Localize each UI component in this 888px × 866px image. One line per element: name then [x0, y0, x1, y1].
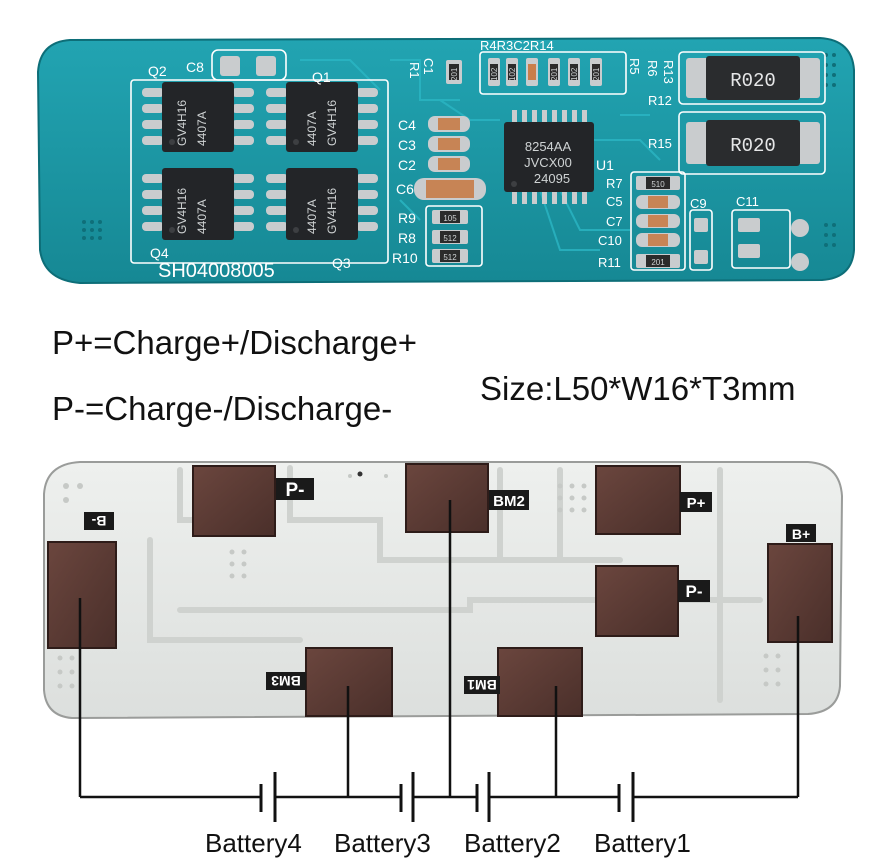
label-r11: R11: [598, 255, 621, 270]
label-c9: C9: [690, 196, 707, 211]
label-c1: C1: [421, 58, 436, 75]
label-c2: C2: [398, 157, 416, 173]
label-q2: Q2: [148, 63, 167, 79]
chip-q2-line1: 4407A: [195, 111, 209, 146]
battery4-symbol: [259, 772, 277, 822]
label-r8: R8: [398, 230, 416, 246]
label-r10: R10: [392, 250, 418, 266]
chip-q4-line1: 4407A: [195, 199, 209, 234]
mosfet-q2: [142, 82, 254, 152]
label-u1: U1: [596, 157, 614, 173]
pad-label-bm3: BM3: [271, 673, 301, 689]
battery-wiring: [78, 500, 800, 799]
battery2-symbol: [475, 772, 491, 822]
pad-label-p-plus: P+: [687, 495, 706, 512]
label-c4: C4: [398, 117, 416, 133]
code-r11: 201: [651, 258, 665, 267]
label-r9: R9: [398, 210, 416, 226]
pad-label-bm2: BM2: [493, 493, 525, 510]
pad-label-b-plus: B+: [792, 526, 810, 542]
code-r8: 512: [443, 234, 457, 243]
shunt-resistor-bottom: [686, 120, 820, 166]
chip-q3-line1: 4407A: [305, 199, 319, 234]
label-r6: R6: [645, 60, 660, 77]
label-r1: R1: [407, 62, 422, 79]
label-q3: Q3: [332, 255, 351, 271]
battery4-label: Battery4: [205, 828, 302, 858]
bottom-board: P- BM2 P+ P- B+ B- BM3 BM1: [43, 461, 844, 720]
pad-bm1: [497, 647, 583, 717]
label-c7: C7: [606, 214, 623, 229]
board-id: SH04008005: [158, 260, 275, 282]
pad-label-bm1: BM1: [467, 677, 497, 693]
note-size: Size:L50*W16*T3mm: [480, 370, 796, 407]
code-r-top-5: 201: [592, 67, 601, 81]
chip-u1-line2: JVCX00: [524, 155, 572, 170]
chip-q1-line1: 4407A: [305, 111, 319, 146]
code-r-top-1: 102: [490, 67, 499, 81]
label-q4: Q4: [150, 245, 169, 261]
pad-label-p-minus-top: P-: [286, 480, 305, 501]
pad-bm2: [405, 463, 489, 533]
label-c11: C11: [736, 194, 759, 209]
battery3-symbol: [399, 772, 415, 822]
pad-p-minus-right: [595, 565, 679, 637]
pad-label-b-minus: B-: [91, 513, 106, 529]
note-p-minus: P-=Charge-/Discharge-: [52, 390, 393, 427]
chip-u1-line1: 8254AA: [525, 139, 572, 154]
label-c10: C10: [598, 233, 622, 248]
label-r5: R5: [627, 58, 642, 75]
ic-u1: [504, 110, 594, 204]
label-q1: Q1: [312, 69, 331, 85]
mosfet-q4: [142, 168, 254, 240]
label-c5: C5: [606, 194, 623, 209]
mosfet-q3: [266, 168, 378, 240]
top-board: 4407A GV4H16 4407A GV4H16 4407A GV4H16 4…: [36, 36, 855, 285]
mosfet-q1: [266, 82, 378, 152]
code-r7: 510: [651, 180, 665, 189]
chip-q4-line2: GV4H16: [175, 188, 189, 234]
pad-p-plus: [595, 465, 681, 535]
note-p-plus: P+=Charge+/Discharge+: [52, 324, 418, 361]
code-r-top-0: 201: [450, 67, 459, 81]
battery3-label: Battery3: [334, 828, 431, 858]
chip-q1-line2: GV4H16: [325, 100, 339, 146]
shunt-top-code: R020: [730, 70, 776, 92]
code-r10: 512: [443, 253, 457, 262]
label-r13: R13: [661, 60, 676, 84]
shunt-resistor-top: [686, 56, 820, 100]
code-r-top-4: 102: [570, 67, 579, 81]
chip-u1-line3: 24095: [534, 171, 570, 186]
label-c6: C6: [396, 181, 414, 197]
pad-b-plus: [767, 543, 833, 643]
label-c3: C3: [398, 137, 416, 153]
label-c8: C8: [186, 59, 204, 75]
battery1-symbol: [617, 772, 635, 822]
battery1-label: Battery1: [594, 828, 691, 858]
shunt-bottom-code: R020: [730, 135, 776, 157]
label-r7: R7: [606, 176, 623, 191]
code-r-top-2: 102: [508, 67, 517, 81]
code-r-top-3: 201: [550, 67, 559, 81]
label-r4r3c2r14: R4R3C2R14: [480, 38, 554, 53]
pad-label-p-minus-right: P-: [686, 582, 703, 601]
chip-q2-line2: GV4H16: [175, 100, 189, 146]
chip-q3-line2: GV4H16: [325, 188, 339, 234]
pad-p-minus-top: [192, 465, 276, 537]
label-r12: R12: [648, 93, 672, 108]
battery2-label: Battery2: [464, 828, 561, 858]
label-r15: R15: [648, 136, 672, 151]
code-r9: 105: [443, 214, 457, 223]
pad-b-minus: [47, 541, 117, 649]
